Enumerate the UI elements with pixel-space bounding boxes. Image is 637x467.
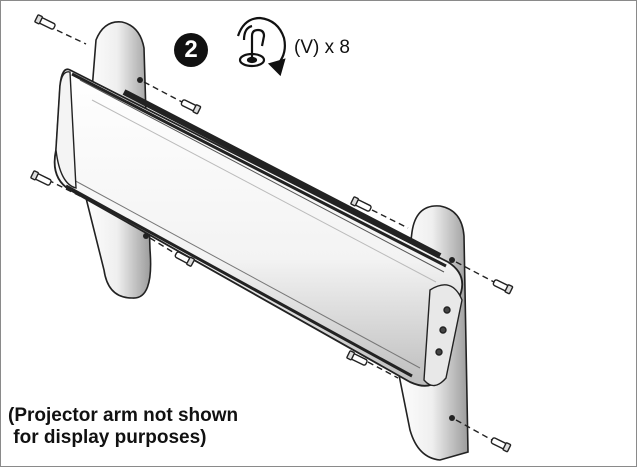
screw-top-left [34,14,56,30]
screw-right-arm-top-left [350,196,372,212]
screw-right-arm-bottom-left [346,350,368,366]
screw-rotate-clockwise-icon [236,16,286,77]
screw-left-arm-bottom [174,251,196,267]
note-line-1: (Projector arm not shown [8,405,239,426]
display-note: (Projector arm not shown for display pur… [8,405,238,449]
rail-end-caps [55,71,463,387]
horizontal-rail [53,68,464,387]
screw-right-arm-bottom [490,437,512,453]
note-line-2: for display purposes) [8,427,207,448]
screw-mid-left [30,170,52,186]
screws [30,14,514,453]
screw-left-arm-top [180,99,202,115]
step-number-badge: 2 [174,33,208,67]
screw-holes [137,77,455,421]
screw-quantity-label: (V) x 8 [294,37,350,58]
screw-right-arm-top [492,279,514,295]
